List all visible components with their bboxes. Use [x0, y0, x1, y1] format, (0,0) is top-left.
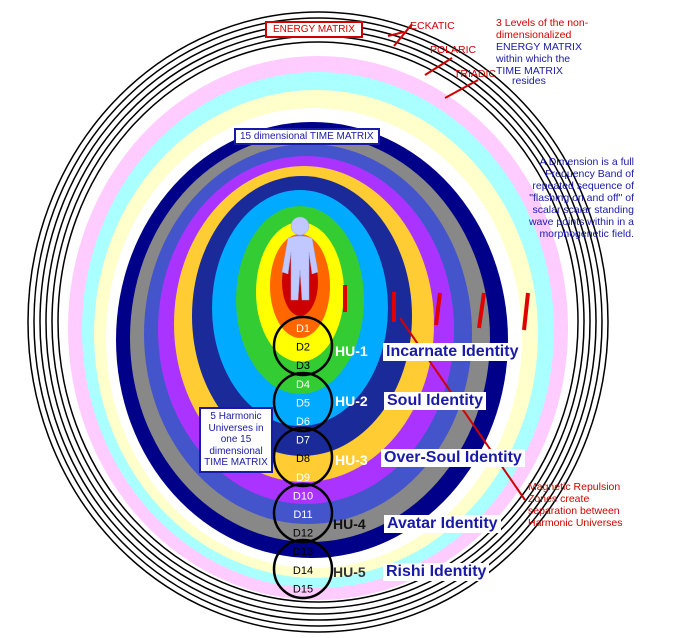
dimension-label-d12: D12	[293, 528, 313, 540]
energy-matrix-label: ENERGY MATRIX	[265, 21, 363, 38]
dimension-label-d11: D11	[293, 509, 312, 521]
hu-2-identity: Soul Identity	[384, 392, 486, 410]
harmonic-universe-circles	[272, 315, 334, 600]
hu-5-identity: Rishi Identity	[383, 563, 490, 581]
levels-note-blue: ENERGY MATRIX within which the TIME MATR…	[496, 41, 582, 77]
human-figure-icon	[281, 216, 319, 301]
hu-3-label: HU-3	[335, 452, 368, 468]
dimension-label-d7: D7	[296, 435, 310, 447]
dimension-label-d6: D6	[296, 416, 310, 428]
triadic-label: TRIADIC	[454, 68, 496, 80]
dimension-label-d1: D1	[296, 323, 310, 335]
dimension-label-d14: D14	[293, 565, 313, 577]
dimension-label-d9: D9	[296, 472, 310, 484]
repulsion-zone-markers	[343, 285, 530, 331]
dimension-label-d4: D4	[296, 379, 310, 391]
polaric-label: POLARIC	[430, 44, 477, 56]
hu-4-label: HU-4	[333, 516, 366, 532]
dimension-label-d10: D10	[293, 490, 313, 502]
harmonic-universes-box: 5 Harmonic Universes in one 15 dimension…	[199, 407, 273, 473]
dimension-label-d5: D5	[296, 397, 310, 409]
hu-1-label: HU-1	[335, 343, 368, 359]
hu-2-label: HU-2	[335, 393, 368, 409]
dimension-label-d15: D15	[293, 583, 313, 595]
hu-5-label: HU-5	[333, 564, 366, 580]
eckatic-label: ECKATIC	[410, 20, 455, 32]
repulsion-note: Magnetic Repulsion Zones create separati…	[528, 481, 623, 529]
levels-note-red: 3 Levels of the non-dimensionalized	[496, 17, 589, 41]
hu-1-identity: Incarnate Identity	[383, 343, 522, 361]
dimension-label-d13: D13	[293, 546, 313, 558]
hu-4-identity: Avatar Identity	[384, 515, 501, 533]
hu-3-identity: Over-Soul Identity	[381, 449, 525, 467]
dimension-label-d8: D8	[296, 453, 310, 465]
time-matrix-label: 15 dimensional TIME MATRIX	[234, 128, 380, 145]
dimension-label-d3: D3	[296, 360, 310, 372]
dimension-label-d2: D2	[296, 342, 310, 354]
levels-note-resides: resides	[512, 75, 546, 87]
dimension-note: A Dimension is a full Frequency Band of …	[528, 156, 634, 240]
